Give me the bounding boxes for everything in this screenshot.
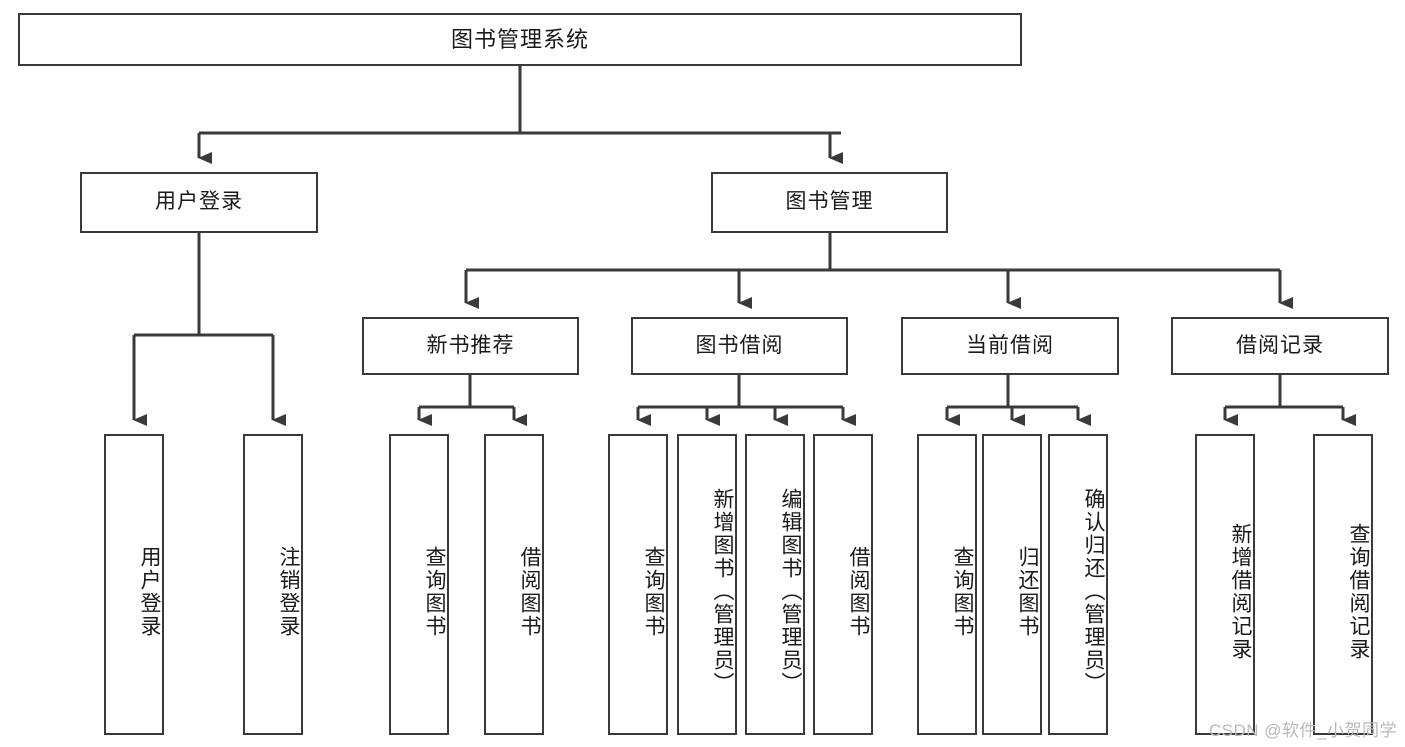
leaf-current-query-book-label: 查询图书	[951, 545, 974, 638]
leaf-user-logout[interactable]: 注销登录	[243, 434, 303, 735]
leaf-borrow-edit-book[interactable]: 编辑图书（管理员）	[745, 434, 805, 735]
leaf-current-return-book[interactable]: 归还图书	[982, 434, 1042, 735]
leaf-current-confirm-return-label: 确认归还（管理员）	[1082, 488, 1105, 695]
leaf-borrow-lend-book-label: 借阅图书	[847, 545, 870, 638]
leaf-current-confirm-return[interactable]: 确认归还（管理员）	[1048, 434, 1108, 735]
leaf-user-login-label: 用户登录	[138, 545, 161, 638]
leaf-record-add[interactable]: 新增借阅记录	[1195, 434, 1255, 735]
leaf-new-query-book[interactable]: 查询图书	[389, 434, 449, 735]
leaf-current-query-book[interactable]: 查询图书	[917, 434, 977, 735]
node-user-login-label: 用户登录	[155, 190, 243, 214]
leaf-borrow-query-book[interactable]: 查询图书	[608, 434, 668, 735]
leaf-borrow-add-book[interactable]: 新增图书（管理员）	[677, 434, 737, 735]
node-root-label: 图书管理系统	[450, 26, 589, 52]
node-book-borrow-label: 图书借阅	[695, 333, 784, 357]
leaf-record-query[interactable]: 查询借阅记录	[1313, 434, 1373, 735]
node-current-borrow-label: 当前借阅	[966, 333, 1054, 357]
leaf-user-login[interactable]: 用户登录	[104, 434, 164, 735]
leaf-record-query-label: 查询借阅记录	[1347, 522, 1370, 661]
node-borrow-record[interactable]: 借阅记录	[1171, 317, 1389, 375]
node-new-book-recommend-label: 新书推荐	[426, 333, 515, 357]
node-book-management-label: 图书管理	[785, 190, 874, 214]
watermark: CSDN @软件_小贺同学	[1208, 721, 1397, 740]
leaf-new-borrow-book[interactable]: 借阅图书	[484, 434, 544, 735]
node-book-management[interactable]: 图书管理	[711, 172, 948, 233]
leaf-borrow-lend-book[interactable]: 借阅图书	[813, 434, 873, 735]
node-borrow-record-label: 借阅记录	[1236, 333, 1324, 357]
node-new-book-recommend[interactable]: 新书推荐	[362, 317, 579, 375]
node-root[interactable]: 图书管理系统	[18, 13, 1022, 66]
leaf-borrow-query-book-label: 查询图书	[642, 545, 665, 638]
node-user-login[interactable]: 用户登录	[80, 172, 318, 233]
node-book-borrow[interactable]: 图书借阅	[631, 317, 848, 375]
leaf-borrow-add-book-label: 新增图书（管理员）	[711, 488, 734, 695]
leaf-borrow-edit-book-label: 编辑图书（管理员）	[779, 488, 802, 695]
leaf-new-borrow-book-label: 借阅图书	[518, 545, 541, 638]
leaf-record-add-label: 新增借阅记录	[1229, 522, 1252, 661]
leaf-current-return-book-label: 归还图书	[1016, 545, 1039, 638]
leaf-new-query-book-label: 查询图书	[423, 545, 446, 638]
node-current-borrow[interactable]: 当前借阅	[901, 317, 1119, 375]
leaf-user-logout-label: 注销登录	[277, 545, 300, 638]
